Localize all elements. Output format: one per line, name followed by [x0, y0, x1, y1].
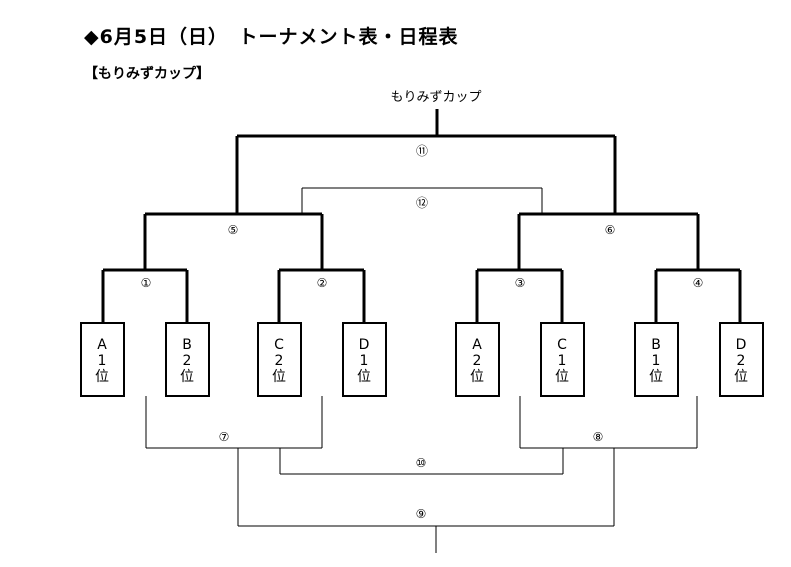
team-labels: A 1 位 B 2 位 C 2 位 D 1 位 A 2 位 C 1 位 B 1 …	[95, 337, 748, 385]
match-number-6: ⑥	[605, 223, 616, 237]
match-number-12: ⑫	[416, 196, 428, 210]
upper-bracket-lines	[101, 109, 742, 323]
match-12-lines	[301, 187, 543, 214]
team-5-suffix: 位	[470, 369, 484, 385]
lower-bracket-lines	[145, 396, 698, 553]
team-boxes	[80, 322, 764, 397]
match-number-9: ⑨	[416, 507, 427, 521]
team-1-rank: 1	[98, 353, 107, 369]
team-6-rank: 1	[558, 353, 567, 369]
team-box-5	[455, 322, 500, 397]
team-8-group: D	[736, 337, 747, 353]
match-number-1: ①	[141, 276, 152, 290]
team-box-7	[634, 322, 679, 397]
match-number-7: ⑦	[219, 430, 230, 444]
match-number-4: ④	[693, 276, 704, 290]
team-4-suffix: 位	[357, 369, 371, 385]
team-box-8	[719, 322, 764, 397]
team-7-suffix: 位	[649, 369, 663, 385]
team-3-suffix: 位	[272, 369, 286, 385]
team-box-6	[540, 322, 585, 397]
page-title: ◆6月5日（日） トーナメント表・日程表	[84, 26, 459, 48]
team-6-suffix: 位	[555, 369, 569, 385]
team-4-rank: 1	[360, 353, 369, 369]
team-1-suffix: 位	[95, 369, 109, 385]
team-8-rank: 2	[737, 353, 746, 369]
team-box-2	[165, 322, 210, 397]
match-number-10: ⑩	[416, 456, 427, 470]
team-1-group: A	[97, 337, 107, 353]
team-8-suffix: 位	[734, 369, 748, 385]
team-3-group: C	[274, 337, 284, 353]
match-number-11: ⑪	[416, 144, 428, 158]
team-box-4	[342, 322, 387, 397]
match-number-8: ⑧	[593, 430, 604, 444]
match-number-2: ②	[317, 276, 328, 290]
team-2-group: B	[182, 337, 192, 353]
team-5-group: A	[472, 337, 482, 353]
team-7-rank: 1	[652, 353, 661, 369]
team-3-rank: 2	[275, 353, 284, 369]
team-box-1	[80, 322, 125, 397]
match-number-5: ⑤	[228, 223, 239, 237]
team-box-3	[257, 322, 302, 397]
match-numbers: ⑪ ⑫ ⑤ ⑥ ① ② ③ ④ ⑦ ⑧ ⑩ ⑨	[141, 144, 704, 521]
team-6-group: C	[557, 337, 567, 353]
team-7-group: B	[651, 337, 661, 353]
match-number-3: ③	[515, 276, 526, 290]
tournament-name: 【もりみずカップ】	[84, 66, 210, 82]
team-4-group: D	[359, 337, 370, 353]
team-2-suffix: 位	[180, 369, 194, 385]
team-2-rank: 2	[183, 353, 192, 369]
team-5-rank: 2	[473, 353, 482, 369]
champion-label: もりみずカップ	[390, 90, 481, 105]
